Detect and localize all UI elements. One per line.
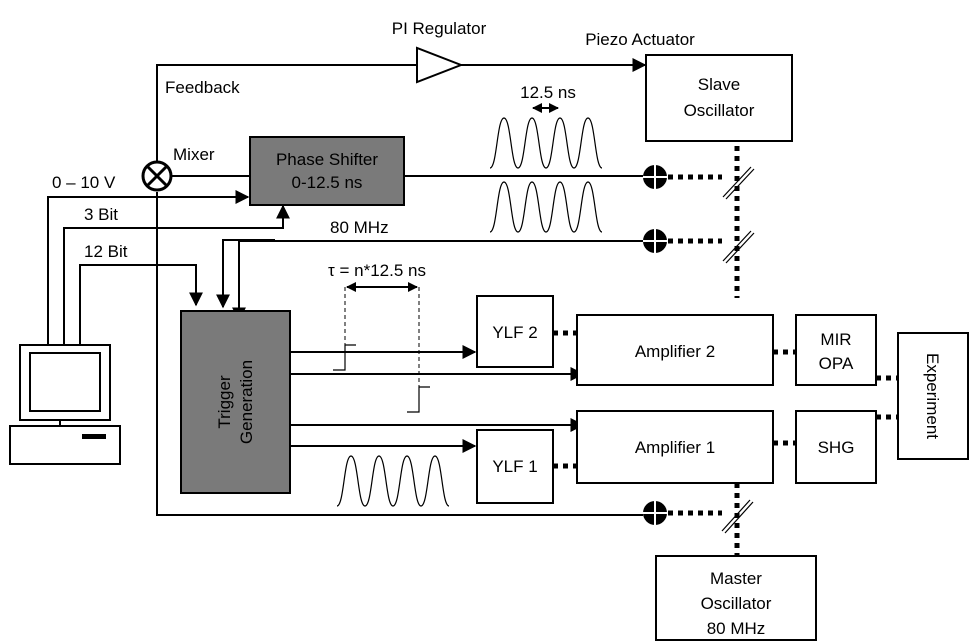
- amp1-label: Amplifier 1: [635, 438, 715, 457]
- amplifier1-box: [576, 410, 774, 484]
- trigger-label-1: Trigger: [215, 375, 234, 429]
- ylf2-label: YLF 2: [492, 323, 537, 342]
- slave-oscillator-label-2: Oscillator: [684, 101, 755, 120]
- phase-shifter-label-2: 0-12.5 ns: [292, 173, 363, 192]
- bit3-label: 3 Bit: [84, 205, 118, 224]
- mir-label-2: OPA: [819, 354, 854, 373]
- feedback-label: Feedback: [165, 78, 240, 97]
- mixer-label: Mixer: [173, 145, 215, 164]
- slave-oscillator-label-1: Slave: [698, 75, 741, 94]
- trigger-step-pulses: [333, 282, 430, 413]
- period-label: 12.5 ns: [520, 83, 576, 102]
- master-label-3: 80 MHz: [707, 619, 766, 638]
- amp2-label: Amplifier 2: [635, 342, 715, 361]
- master-label-2: Oscillator: [701, 594, 772, 613]
- beam-splitter-icon: [721, 166, 755, 534]
- piezo-actuator-label: Piezo Actuator: [585, 30, 695, 49]
- shg-label: SHG: [818, 438, 855, 457]
- electrical-wiring: [47, 58, 647, 516]
- pi-regulator-label: PI Regulator: [392, 19, 487, 38]
- experiment-label: Experiment: [923, 353, 942, 439]
- amplifier2-box: [576, 314, 774, 386]
- master-label-1: Master: [710, 569, 762, 588]
- mixer-icon: [141, 160, 173, 192]
- mir-label-1: MIR: [820, 330, 851, 349]
- phase-shifter-box: [249, 136, 405, 206]
- phase-shifter-label-1: Phase Shifter: [276, 150, 378, 169]
- freq-label: 80 MHz: [330, 218, 389, 237]
- slave-oscillator-box: [645, 54, 793, 142]
- mir-opa-box: [795, 314, 877, 386]
- ylf1-box: [476, 429, 554, 504]
- trigger-label-2: Generation: [237, 360, 256, 444]
- computer-icon: [9, 344, 121, 465]
- amplifier-triangle-icon: [416, 46, 464, 84]
- ylf2-box: [476, 295, 554, 368]
- shg-box: [795, 410, 877, 484]
- optical-beam-paths: [553, 146, 898, 556]
- master-oscillator-box: [655, 555, 817, 641]
- tau-label: τ = n*12.5 ns: [328, 261, 426, 280]
- bit12-label: 12 Bit: [84, 242, 128, 261]
- photodiode-icon: [643, 165, 667, 525]
- pulse-train-icon: [336, 117, 603, 507]
- experiment-box: [897, 332, 969, 460]
- ylf1-label: YLF 1: [492, 457, 537, 476]
- voltage-label: 0 – 10 V: [52, 173, 116, 192]
- trigger-generation-box: [180, 310, 291, 494]
